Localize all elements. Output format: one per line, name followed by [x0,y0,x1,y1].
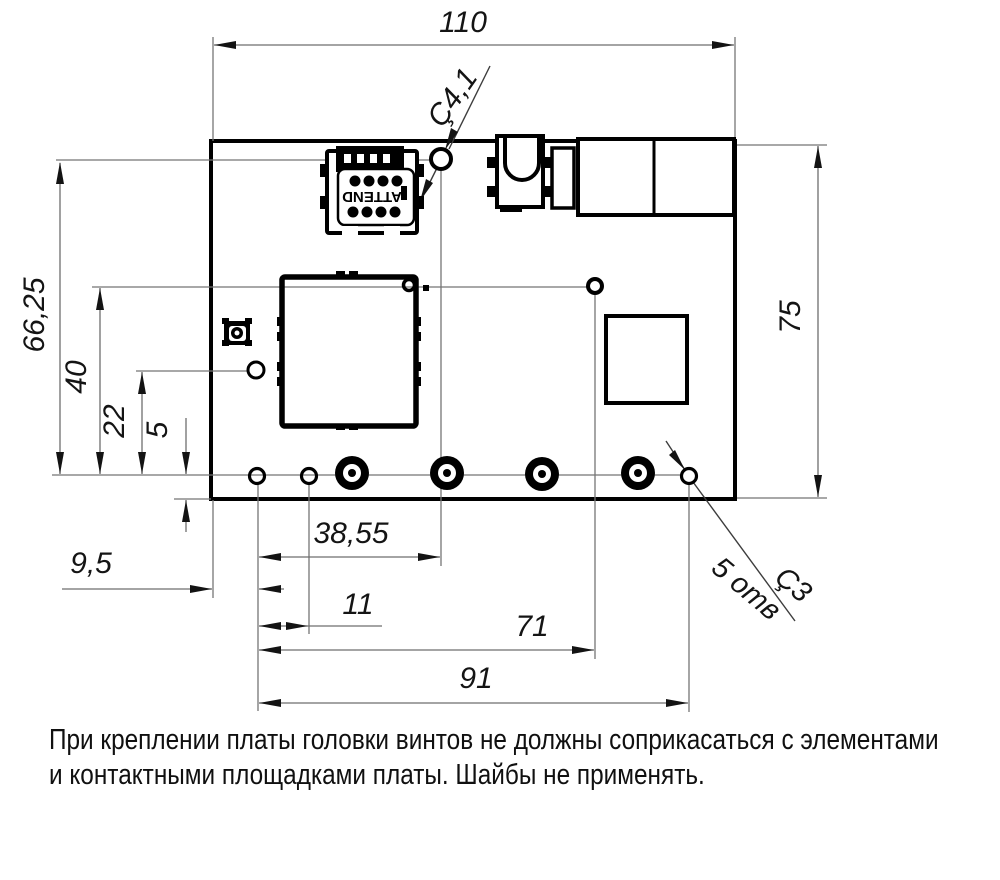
dimension-lines [59,44,819,704]
dim-bottom-91: 91 [459,662,493,695]
button-component [222,318,252,346]
dim-left-40: 40 [60,360,93,394]
small-component [550,146,576,210]
dim-left-22: 22 [98,404,131,438]
arrowheads [56,41,822,707]
dim-left-5: 5 [141,421,174,439]
note-line-2: и контактными площадками платы. Шайбы не… [49,759,705,791]
dim-board-width: 110 [439,6,487,39]
square-component [604,314,689,405]
solder-pads [335,456,655,491]
mount-holes [246,147,699,486]
usb-connector [487,134,553,212]
sim-side-tabs [320,164,424,209]
sim-connector: ATTEND [320,146,424,237]
edge-module [576,137,736,217]
dim-bottom-11: 11 [342,588,374,621]
dim-bottom-9-5: 9,5 [70,547,112,580]
dim-bottom-71: 71 [515,610,549,643]
dim-left-66-25: 66,25 [18,277,51,353]
note-line-1: При креплении платы головки винтов не до… [49,724,939,756]
sim-contact-dots [347,175,403,218]
dim-board-height: 75 [774,300,807,334]
dim-bottom-38-55: 38,55 [313,517,389,550]
central-ic [277,271,429,430]
sim-brand-text: ATTEND [342,188,402,205]
